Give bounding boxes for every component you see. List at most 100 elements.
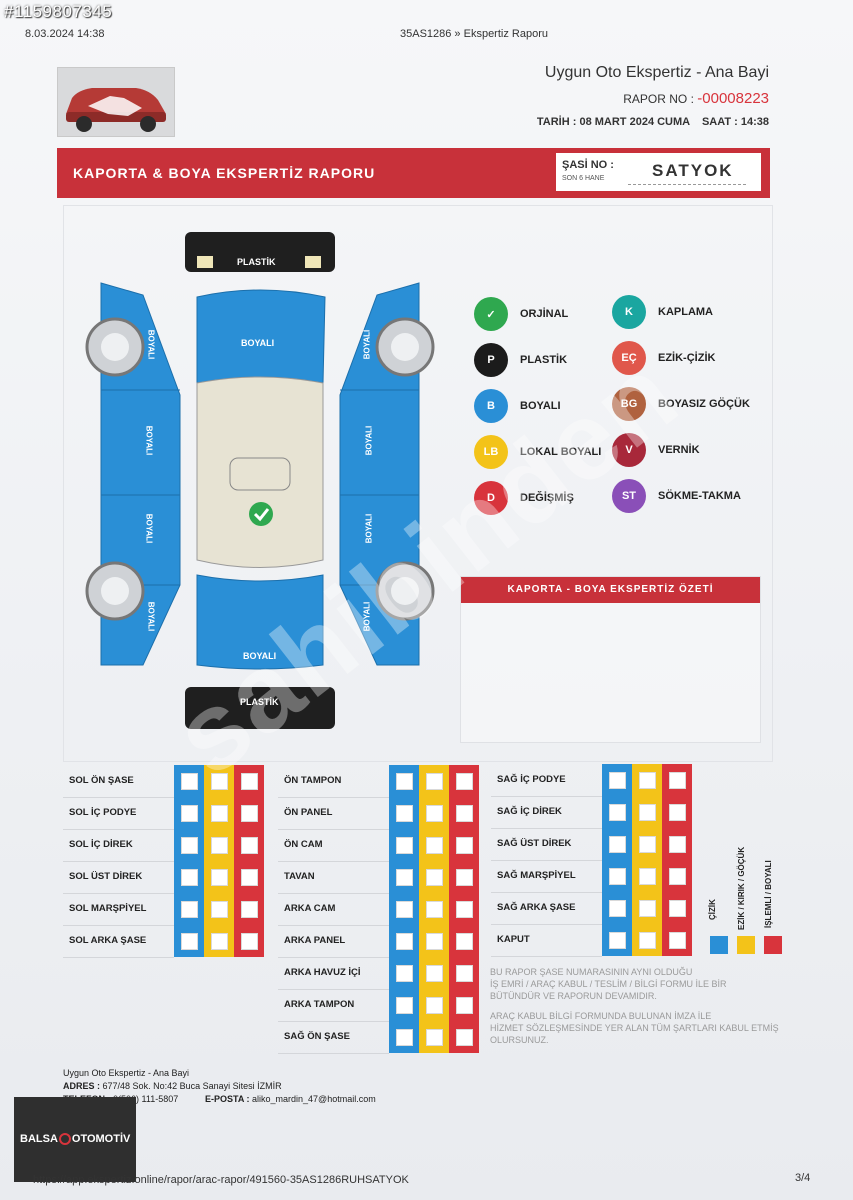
legend-badge-icon: K [612,295,646,329]
checkbox[interactable] [608,803,626,821]
print-page-number: 3/4 [795,1172,811,1184]
yellow-column-cell [419,957,449,989]
print-url[interactable]: https://app.ekspertiz.online/rapor/arac-… [33,1174,409,1186]
checkbox[interactable] [455,900,473,918]
dealer-badge-left: BALSA [20,1133,58,1145]
checkbox[interactable] [608,771,626,789]
checkbox[interactable] [425,964,443,982]
chassis-underline [628,184,746,185]
notice-line-4: ARAÇ KABUL BİLGİ FORMUNDA BULUNAN İMZA İ… [490,1011,712,1021]
checkbox[interactable] [425,804,443,822]
checkbox[interactable] [608,899,626,917]
checkbox[interactable] [210,868,228,886]
table-row: SOL ARKA ŞASE [63,925,174,958]
checkbox[interactable] [210,836,228,854]
red-column-cell [662,924,692,956]
table-row: SOL ÜST DİREK [63,861,174,894]
blue-column-cell [389,925,419,957]
legend-item-left-2: B BOYALI [474,383,614,429]
checkbox[interactable] [180,804,198,822]
checkbox[interactable] [455,932,473,950]
table-row-label: SAĞ ÜST DİREK [497,838,572,849]
checkbox[interactable] [608,867,626,885]
checkbox[interactable] [425,996,443,1014]
checkbox[interactable] [608,931,626,949]
table-row-checkboxes [602,796,692,828]
table-row: SAĞ MARŞPİYEL [491,860,602,893]
red-column-cell [234,893,264,925]
legend-label: BOYALI [520,400,561,412]
footer-email-label: E-POSTA : [205,1094,250,1104]
legend-badge-icon: B [474,389,508,423]
checkbox[interactable] [395,964,413,982]
checkbox[interactable] [395,868,413,886]
checkbox[interactable] [180,900,198,918]
checkbox[interactable] [425,868,443,886]
checkbox[interactable] [638,803,656,821]
checkbox[interactable] [180,932,198,950]
checkbox[interactable] [425,900,443,918]
checkbox[interactable] [668,931,686,949]
checkbox[interactable] [455,964,473,982]
red-column-cell [662,796,692,828]
checkbox[interactable] [455,996,473,1014]
checkbox[interactable] [240,804,258,822]
checkbox[interactable] [180,772,198,790]
checkbox[interactable] [425,772,443,790]
checkbox[interactable] [240,772,258,790]
checkbox[interactable] [395,804,413,822]
checkbox[interactable] [638,771,656,789]
checkbox[interactable] [395,932,413,950]
yellow-column-cell [204,893,234,925]
checkbox[interactable] [210,900,228,918]
checkbox[interactable] [668,803,686,821]
checkbox[interactable] [638,867,656,885]
table-row-checkboxes [389,925,479,957]
checkbox[interactable] [455,868,473,886]
checkbox[interactable] [455,804,473,822]
yellow-column-cell [632,924,662,956]
checkbox[interactable] [455,1028,473,1046]
table-row-checkboxes [602,860,692,892]
checkbox[interactable] [240,868,258,886]
table-row-checkboxes [389,765,479,797]
checkbox[interactable] [638,931,656,949]
checkbox[interactable] [180,868,198,886]
rear-bumper-part [185,687,335,729]
checkbox[interactable] [210,932,228,950]
checkbox[interactable] [395,1028,413,1046]
checkbox[interactable] [668,867,686,885]
checkbox[interactable] [668,771,686,789]
checkbox[interactable] [455,836,473,854]
checkbox[interactable] [425,932,443,950]
checkbox[interactable] [395,900,413,918]
checkbox[interactable] [638,899,656,917]
checkbox[interactable] [210,804,228,822]
checkbox[interactable] [240,900,258,918]
checkbox[interactable] [240,836,258,854]
checkbox[interactable] [425,836,443,854]
report-date-time: TARİH : 08 MART 2024 CUMA SAAT : 14:38 [537,116,769,128]
col-legend-yellow-swatch [737,936,755,954]
blue-column-cell [602,860,632,892]
checkbox[interactable] [668,899,686,917]
red-column-cell [449,797,479,829]
checkbox[interactable] [395,836,413,854]
table-row-label: ARKA CAM [284,903,336,914]
checkbox[interactable] [608,835,626,853]
blue-column-cell [389,861,419,893]
checkbox[interactable] [455,772,473,790]
red-column-cell [234,925,264,957]
table-row: KAPUT [491,924,602,957]
checkbox[interactable] [240,932,258,950]
checkbox[interactable] [180,836,198,854]
trunk-label: BOYALI [243,651,277,661]
checkbox[interactable] [210,772,228,790]
checkbox[interactable] [668,835,686,853]
checkbox[interactable] [395,996,413,1014]
checkbox[interactable] [638,835,656,853]
col-legend-red-swatch [764,936,782,954]
checkbox[interactable] [425,1028,443,1046]
checkbox[interactable] [395,772,413,790]
